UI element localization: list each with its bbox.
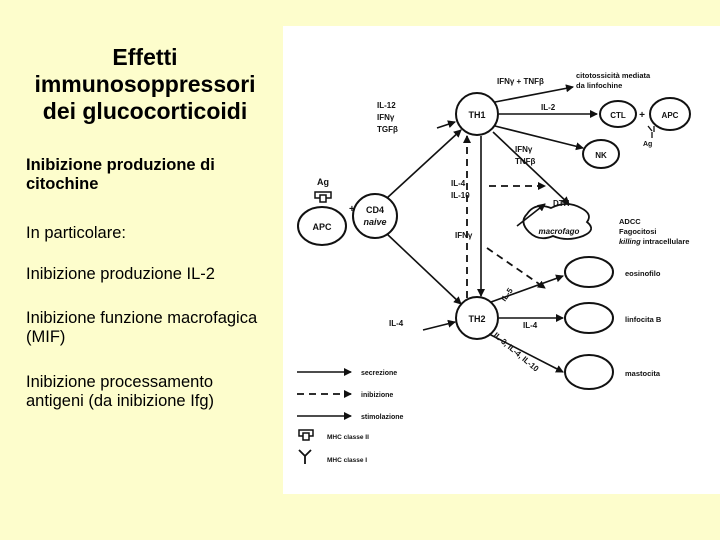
arrow-cytokines-to-th1	[436, 120, 456, 129]
ag-right-label: Ag	[643, 141, 652, 148]
label-il-list: IL-3, IL-4, IL-10	[492, 331, 541, 374]
apc-left-cell	[297, 206, 347, 246]
title-line-2: immunosoppressori	[34, 71, 256, 97]
arrow-th1-cytotoxicity	[494, 84, 574, 103]
th1-cell	[455, 92, 499, 136]
arrow-cd4-to-th1	[386, 129, 462, 199]
immune-diagram: TH1 TH2 CD4 naive APC Ag + CTL + APC Ag …	[297, 71, 691, 464]
arrow-cd4-to-th2	[386, 233, 462, 305]
nk-label: NK	[595, 151, 607, 160]
label-ifng-tnfb-top: IFNγ + TNFβ	[497, 77, 544, 86]
legend-inibizione: inibizione	[361, 392, 393, 399]
apc-right-label: APC	[662, 111, 679, 120]
cd4-naive-cell	[352, 193, 398, 239]
mhc1-receptor-icon	[647, 125, 655, 138]
arrow-to-dth	[516, 203, 546, 227]
mhc1-legend-icon	[298, 449, 312, 464]
label-il12: IL-12	[377, 101, 396, 110]
mhc2-legend-icon	[298, 429, 314, 441]
plus-left: +	[349, 204, 355, 215]
mhc2-receptor-icon	[314, 191, 332, 203]
label-il4-left: IL-4	[389, 319, 404, 328]
naive-label: naive	[363, 217, 386, 227]
apc-left-label: APC	[312, 222, 332, 232]
label-dth: DTH	[553, 199, 570, 208]
label-cytotox-2: da linfochine	[576, 81, 622, 90]
label-fagocitosi: Fagocitosi	[619, 227, 657, 236]
macrophage-label: macrofago	[539, 227, 580, 236]
legend-mhc2: MHC classe II	[327, 434, 369, 441]
ctl-cell	[599, 100, 637, 128]
legend-stimolazione: stimolazione	[361, 414, 404, 421]
bullet-line: Inibizione processamento	[26, 373, 214, 391]
nk-cell	[582, 139, 620, 169]
bullet-line: citochine	[26, 175, 99, 193]
bullet-in-particolare: In particolare:	[26, 224, 286, 243]
th2-cell	[455, 296, 499, 340]
label-cytotox-1: citotossicità mediata	[576, 71, 651, 80]
bullet-cytokine-inhibition: Inibizione produzione di citochine	[26, 156, 286, 194]
label-il4-mid: IL-4	[451, 179, 466, 188]
label-eosinofilo: eosinofilo	[625, 269, 661, 278]
arrow-th1-to-macrophage	[492, 131, 570, 205]
arrow-th2-to-eosinophil	[490, 274, 564, 303]
mast-cell	[564, 354, 614, 390]
cd4-label: CD4	[366, 205, 384, 215]
label-mastocita: mastocita	[625, 369, 661, 378]
b-lymphocyte-cell	[564, 302, 614, 334]
bullet-line: In particolare:	[26, 224, 126, 242]
label-tgfb: TGFβ	[377, 125, 398, 134]
bullet-line: Inibizione produzione IL-2	[26, 265, 215, 283]
arrow-th2-to-mast-cell	[488, 333, 564, 373]
label-killing-rest: intracellulare	[641, 237, 690, 246]
bullet-il2: Inibizione produzione IL-2	[26, 265, 286, 284]
legend-mhc1: MHC classe I	[327, 457, 367, 464]
th2-label: TH2	[468, 314, 485, 324]
label-ifng-low: IFNγ	[455, 231, 473, 240]
label-il4-right: IL-4	[523, 321, 538, 330]
ag-left-label: Ag	[317, 177, 329, 187]
title-line-3: dei glucocorticoidi	[42, 98, 248, 124]
slide-title: Effetti immunosoppressori dei glucocorti…	[20, 44, 270, 125]
bullet-line: (MIF)	[26, 328, 66, 346]
bullet-line: Inibizione funzione macrofagica	[26, 309, 258, 327]
label-killing: killing intracellulare	[619, 237, 689, 246]
arrow-th1-to-nk	[494, 125, 584, 151]
ctl-label: CTL	[610, 111, 626, 120]
bullet-antigen-processing: Inibizione processamento antigeni (da in…	[26, 373, 286, 411]
legend: secrezione inibizione stimolazione MHC c…	[297, 368, 404, 464]
inhibition-ifng-il5	[486, 247, 546, 289]
th1-label: TH1	[468, 110, 485, 120]
arrow-il4-to-th2	[422, 319, 456, 331]
plus-right: +	[639, 110, 645, 121]
macrophage-cell	[522, 203, 593, 240]
label-ifng-left: IFNγ	[377, 113, 395, 122]
bullet-macrophage: Inibizione funzione macrofagica (MIF)	[26, 309, 286, 347]
title-line-1: Effetti	[112, 44, 178, 70]
immune-diagram-panel: TH1 TH2 CD4 naive APC Ag + CTL + APC Ag …	[283, 26, 720, 494]
label-il10-mid: IL-10	[451, 191, 470, 200]
label-linfocita-b: linfocita B	[625, 315, 662, 324]
label-ifng-mid: IFNγ	[515, 145, 533, 154]
label-killing-italic: killing	[619, 237, 641, 246]
apc-right-cell	[649, 97, 691, 131]
label-adcc: ADCC	[619, 217, 641, 226]
bullet-line: antigeni (da inibizione Ifg)	[26, 392, 215, 410]
label-tnfb-mid: TNFβ	[515, 157, 536, 166]
label-il2: IL-2	[541, 103, 556, 112]
eosinophil-cell	[564, 256, 614, 288]
bullet-line: Inibizione produzione di	[26, 156, 215, 174]
legend-secrezione: secrezione	[361, 370, 397, 377]
